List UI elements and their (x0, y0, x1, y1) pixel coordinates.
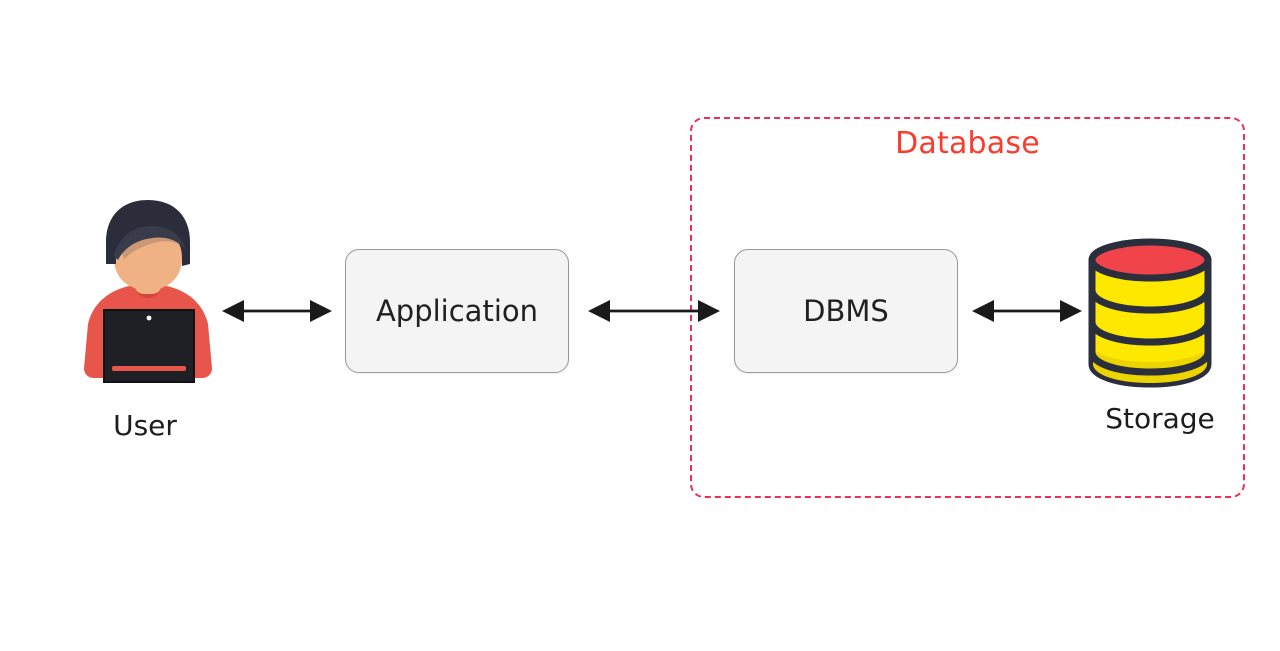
dbms-node[interactable]: DBMS (734, 249, 958, 373)
arrow-dbms-storage (972, 291, 1082, 331)
storage-icon (1084, 238, 1216, 388)
database-boundary (690, 117, 1245, 498)
database-boundary-label: Database (895, 126, 1040, 161)
user-icon (78, 198, 218, 383)
application-node[interactable]: Application (345, 249, 569, 373)
arrow-application-dbms (588, 291, 720, 331)
user-label: User (113, 409, 177, 442)
storage-label: Storage (1105, 402, 1215, 435)
arrow-user-application (222, 291, 332, 331)
